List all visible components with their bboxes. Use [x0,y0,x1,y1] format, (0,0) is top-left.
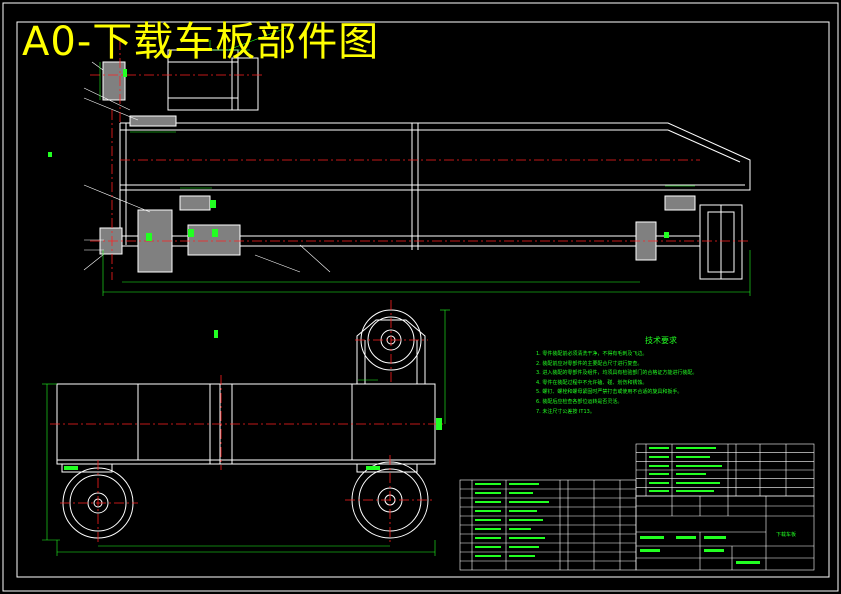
tech-requirements-notes: 1. 零件装配前必须清洗干净，不得有毛刺及飞边。 2. 装配前应对零部件的主要配… [536,350,697,417]
tech-note: 6. 装配后应检查各部位运转是否灵活。 [536,398,623,405]
tech-requirements-title: 技术要求 [645,336,677,345]
title-block-fills [475,447,760,564]
tech-note: 5. 螺钉、螺栓和螺母紧固时严禁打击或使用不合适的旋具和扳手。 [536,389,683,396]
tech-note: 2. 装配前应对零部件的主要配合尺寸进行复查。 [536,360,643,367]
dimensions-top [48,27,751,296]
tech-note: 4. 零件在装配过程中不允许磕、碰、划伤和锈蚀。 [536,379,648,386]
centerlines-bottom [50,300,445,545]
title-block-drawing-name: 下载车板 [776,532,797,538]
dimensions-bottom [42,309,450,556]
tech-note: 1. 零件装配前必须清洗干净，不得有毛刺及飞边。 [536,351,648,357]
inner-frame [16,21,830,578]
drawing-title: A0-下载车板部件图 [22,19,380,65]
side-elevation-view [83,49,751,280]
tech-note: 7. 未注尺寸公差按 IT13。 [536,408,595,415]
tech-note: 3. 进入装配的零部件及组件，均须具有检验部门的合格证方能进行装配。 [536,370,698,377]
centerlines-top [90,40,750,280]
title-block [459,443,815,571]
